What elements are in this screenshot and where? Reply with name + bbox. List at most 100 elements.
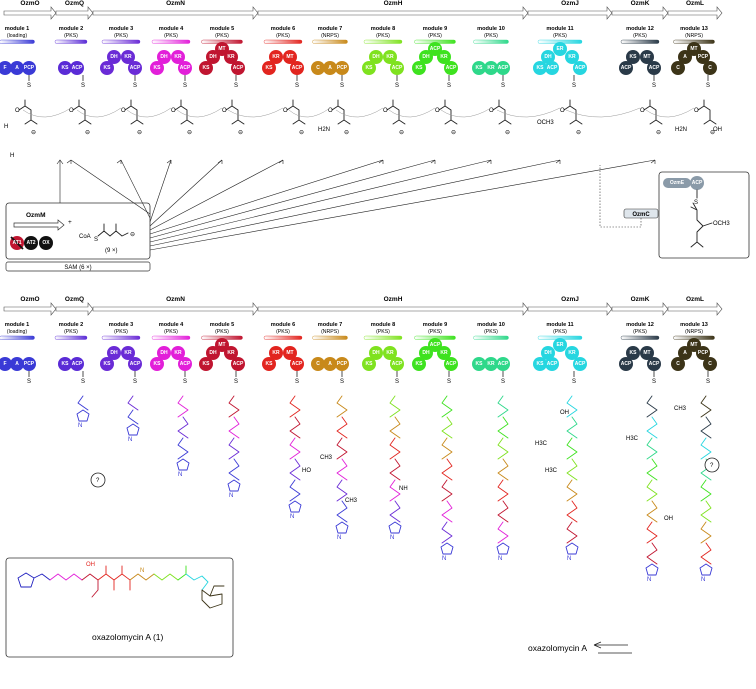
module-bar <box>263 39 303 44</box>
domain-acp <box>496 61 510 75</box>
intermediate-chain: N <box>440 395 454 562</box>
product-box: OH N oxazolomycin A (1) <box>5 557 234 658</box>
domain-label: KS <box>630 350 638 356</box>
oxazole-n: N <box>78 423 82 429</box>
coa-label: CoA <box>79 234 91 240</box>
malonyl-arrow <box>149 159 172 223</box>
gene-arrow <box>55 302 94 316</box>
tether-s: S <box>447 379 451 385</box>
domain-label: MT <box>643 54 650 60</box>
module-bar <box>101 335 141 340</box>
substituent-label: HO <box>302 468 311 474</box>
module-bar <box>620 39 660 44</box>
substituent-label: H3C <box>545 468 558 474</box>
domain-label: KR <box>386 350 394 356</box>
domain-kr <box>437 50 451 64</box>
module-bar <box>363 39 403 44</box>
gene-label: OzmO <box>20 0 39 7</box>
malonyl-arrow <box>149 159 223 227</box>
domain-ks <box>533 61 547 75</box>
chain-segment <box>289 416 301 439</box>
chain-segment <box>646 395 658 418</box>
module-type: (NRPS) <box>685 33 703 39</box>
chain-segment <box>700 395 712 418</box>
domain-c <box>311 357 325 371</box>
domain-acp <box>444 61 458 75</box>
chain-segment <box>497 500 509 523</box>
module-type: (PKS) <box>376 33 390 39</box>
malonyl-arrow <box>149 159 656 251</box>
domain-label: KS <box>416 65 424 71</box>
chain-segment <box>441 416 453 439</box>
extender-bonds <box>563 99 583 125</box>
chain-segment <box>497 521 509 544</box>
transfer-curve <box>126 107 172 118</box>
module-type: (PKS) <box>215 33 229 39</box>
gene-label: OzmN <box>166 296 185 303</box>
domain-label: KR <box>124 54 132 60</box>
domain-label: ACP <box>621 65 632 71</box>
gene-label: OzmL <box>686 0 704 7</box>
transfer-curve <box>335 107 384 118</box>
chain-segment <box>441 458 453 481</box>
tether-s: S <box>572 83 576 89</box>
domain-kr <box>484 61 498 75</box>
domain-kr <box>383 346 397 360</box>
module-bar <box>54 39 88 44</box>
domain-label: ACP <box>233 361 244 367</box>
intermediate-chain: N <box>288 395 302 520</box>
domain-label: ACP <box>292 65 303 71</box>
extender-unit-5: O⊖ <box>222 99 245 136</box>
module-type: (PKS) <box>484 329 498 335</box>
chain-segment <box>389 479 401 502</box>
tether-s: S <box>340 83 344 89</box>
carboxylate-minus: ⊖ <box>451 130 456 136</box>
domain-label: KS <box>154 65 162 71</box>
domain-a <box>10 61 24 75</box>
domain-label: MT <box>690 342 697 348</box>
gene-ozmo: OzmO <box>3 296 57 316</box>
domain-kr <box>383 50 397 64</box>
carboxylate-minus: ⊖ <box>130 232 135 238</box>
domain-label: MT <box>218 342 225 348</box>
gene-arrow <box>257 302 529 316</box>
loading-arrow <box>56 159 64 203</box>
tether-s: S <box>234 83 238 89</box>
domain-label: ACP <box>72 361 83 367</box>
domain-dh <box>369 346 383 360</box>
carbonyl-o: O <box>383 108 388 114</box>
oxazole-n: N <box>290 514 294 520</box>
domain-label: MT <box>690 46 697 52</box>
extender-bonds <box>492 99 512 125</box>
formyl-h: H <box>10 153 14 159</box>
module-title: module 5 <box>210 26 235 32</box>
domain-kr <box>121 346 135 360</box>
oxazole-ring <box>176 458 190 471</box>
domain-label: PCP <box>698 54 709 60</box>
chain-segment <box>177 395 189 418</box>
module-bar <box>151 335 191 340</box>
carboxylate-minus: ⊖ <box>137 130 142 136</box>
chain-segment <box>77 395 89 411</box>
domain-label: KS <box>62 361 70 367</box>
domain-acp <box>128 357 142 371</box>
final-product-name: oxazolomycin A <box>528 643 587 653</box>
carbonyl-o: O <box>171 108 176 114</box>
substituent-label: CH3 <box>320 455 333 461</box>
gene-label: OzmK <box>631 0 650 7</box>
extender-bonds <box>18 99 38 125</box>
chain-segment <box>700 437 712 460</box>
module-title: module 13 <box>680 322 708 328</box>
domain-label: KR <box>440 54 448 60</box>
chain-segment <box>336 458 348 481</box>
tether-s: S <box>652 83 656 89</box>
domain-label: C <box>676 361 680 367</box>
domain-dh <box>206 346 220 360</box>
